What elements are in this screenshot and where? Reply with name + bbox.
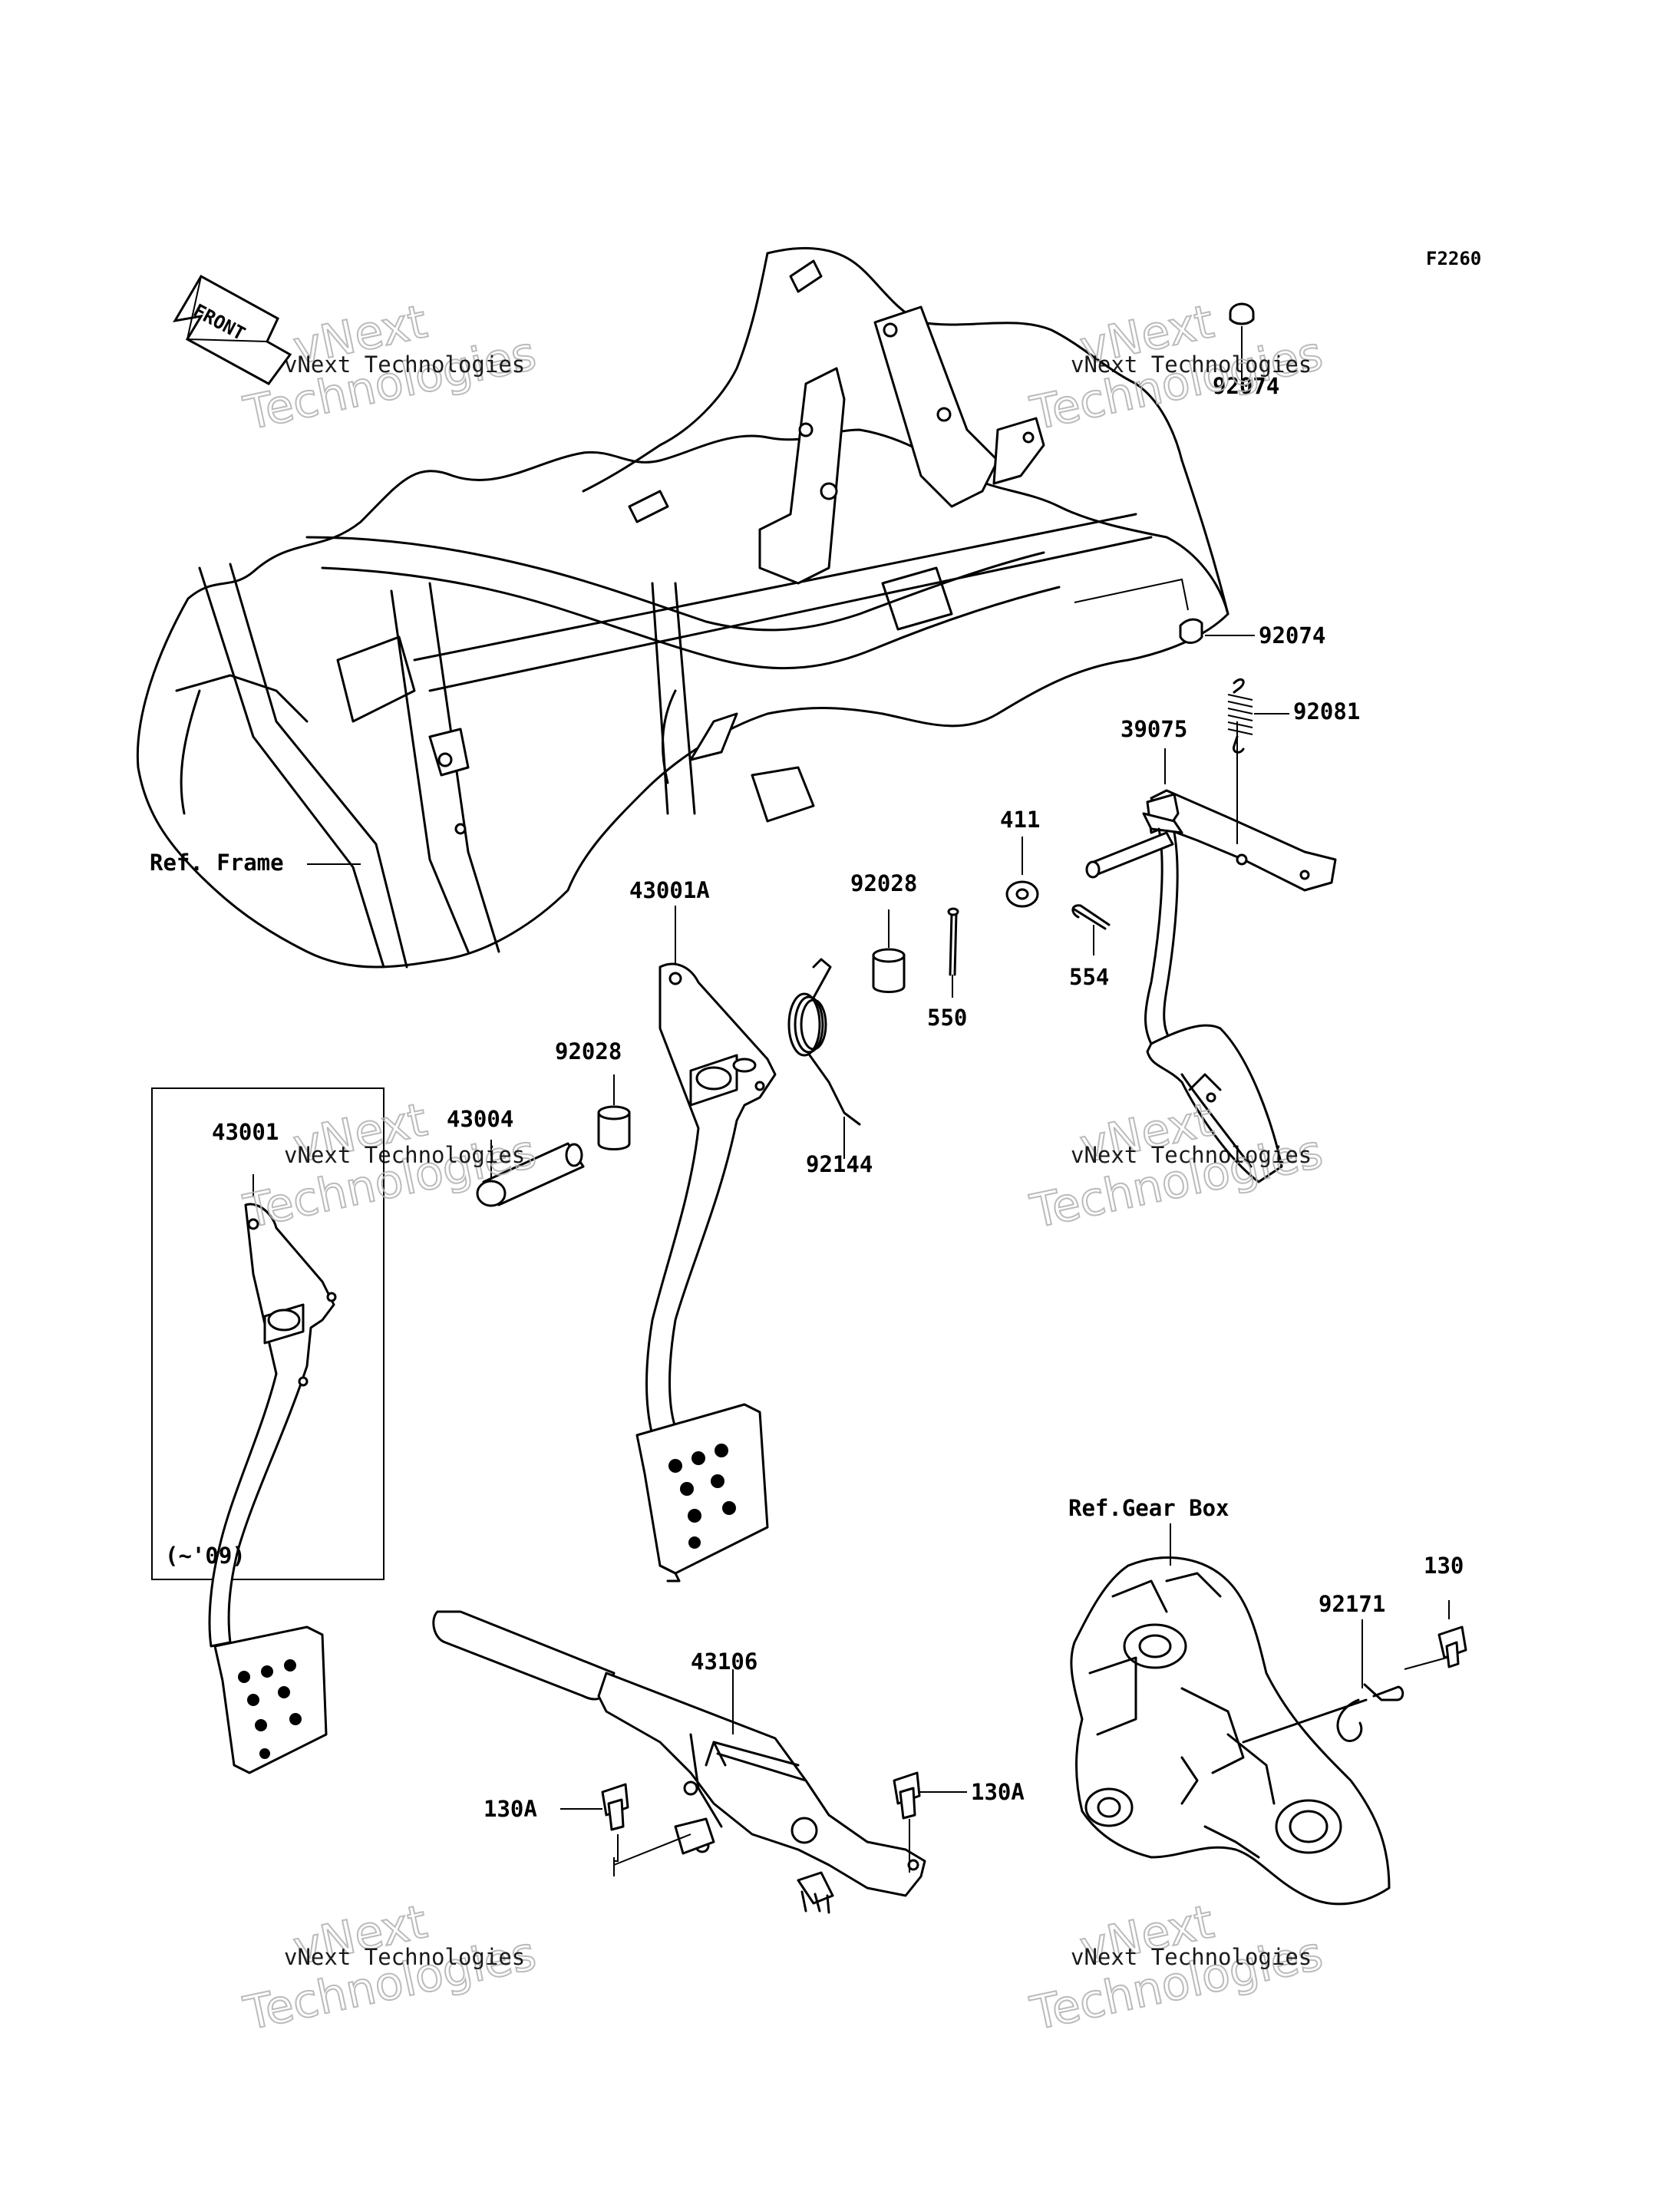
part-92074 (1074, 578, 1255, 644)
inset-43001-box (151, 1087, 385, 1774)
ref-frame-label: Ref. Frame (150, 850, 284, 876)
label-43004: 43004 (447, 1106, 513, 1132)
watermark-text: vNext Technologies (284, 1944, 525, 1970)
label-92074-top: 92074 (1213, 373, 1279, 399)
gear-box-illustration (1070, 1523, 1391, 1906)
figure-code: F2260 (1426, 248, 1481, 269)
label-92028-lower: 92028 (555, 1038, 622, 1064)
part-92074-top (1229, 302, 1255, 388)
watermark-text: vNext Technologies (284, 351, 525, 378)
label-411: 411 (1000, 807, 1040, 833)
label-130: 130 (1424, 1553, 1464, 1579)
ref-gear-box-label: Ref.Gear Box (1068, 1495, 1229, 1521)
part-92028-upper-bushing (872, 909, 906, 993)
part-92144-spring (787, 958, 861, 1159)
part-130-bolt (1404, 1600, 1467, 1670)
label-43106: 43106 (691, 1648, 757, 1675)
label-130A-left: 130A (484, 1796, 537, 1822)
label-43001A: 43001A (629, 877, 710, 903)
label-92144: 92144 (806, 1151, 873, 1177)
label-554: 554 (1069, 964, 1109, 990)
part-92171-clip (1242, 1619, 1404, 1744)
part-39075-pedal (1085, 721, 1337, 1183)
label-92081: 92081 (1293, 698, 1360, 724)
part-130A-left-bolt (560, 1783, 691, 1876)
part-554-cotter-pin (1071, 904, 1111, 955)
part-43106-lever (432, 1610, 926, 1914)
label-550: 550 (927, 1005, 967, 1031)
part-411-washer (1005, 837, 1039, 908)
watermark-text: vNext Technologies (284, 1142, 525, 1168)
part-92081-spring (1227, 678, 1289, 754)
inset-date-note: (~'09) (165, 1543, 246, 1569)
part-43004-shaft (476, 1140, 585, 1207)
part-550-pin (947, 907, 959, 998)
part-92028-lower-bushing (597, 1074, 631, 1150)
watermark-text: vNext Technologies (1071, 1142, 1312, 1168)
label-39075: 39075 (1121, 716, 1187, 742)
part-43001A-pedal (635, 906, 777, 1582)
label-92171: 92171 (1319, 1591, 1385, 1617)
label-130A-right: 130A (971, 1779, 1025, 1805)
label-92028-upper: 92028 (850, 870, 917, 896)
front-arrow-icon: FRONT (173, 274, 292, 385)
watermark-text: vNext Technologies (1071, 351, 1312, 378)
part-labels: 92074 92074 92081 39075 411 554 550 9202… (150, 373, 1464, 1822)
watermark-text: vNext Technologies (1071, 1944, 1312, 1970)
label-92074: 92074 (1259, 622, 1325, 649)
label-43001: 43001 (212, 1119, 279, 1145)
part-130A-right-bolt (893, 1771, 967, 1873)
frame-illustration (136, 247, 1229, 969)
